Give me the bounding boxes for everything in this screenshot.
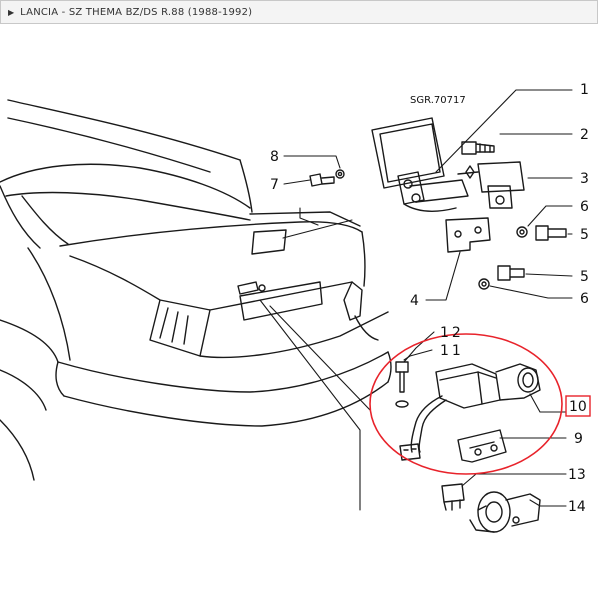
breadcrumb: ▶ LANCIA - SZ THEMA BZ/DS R.88 (1988-199… — [0, 0, 598, 24]
callout-14[interactable]: 14 — [568, 499, 586, 515]
callout-8[interactable]: 8 — [270, 149, 279, 165]
hinge-assembly — [309, 117, 567, 290]
callout-numbers: 1 2 3 4 5 5 6 6 7 8 9 10 11 12 13 14 — [270, 82, 589, 515]
reference-code: SGR.70717 — [410, 95, 466, 106]
callout-7[interactable]: 7 — [270, 177, 279, 193]
callout-2[interactable]: 2 — [580, 127, 589, 143]
callout-5-lower[interactable]: 5 — [580, 269, 589, 285]
callout-leaders — [283, 89, 573, 301]
breadcrumb-text: LANCIA - SZ THEMA BZ/DS R.88 (1988-1992) — [20, 6, 253, 18]
callout-9[interactable]: 9 — [574, 431, 583, 447]
callout-6-upper[interactable]: 6 — [580, 199, 589, 215]
callout-10[interactable]: 10 — [569, 399, 587, 415]
parts-13-14 — [441, 483, 541, 533]
callout-box-10 — [565, 395, 591, 417]
callout-1[interactable]: 1 — [580, 82, 589, 98]
callout-6-lower[interactable]: 6 — [580, 291, 589, 307]
parts-diagram: SGR.70717 1 2 3 4 5 5 6 6 7 8 9 10 11 12… — [0, 82, 591, 533]
parts-13-14-leaders — [461, 473, 567, 507]
car-illustration — [0, 99, 392, 481]
callout-4[interactable]: 4 — [410, 293, 419, 309]
callout-3[interactable]: 3 — [580, 171, 589, 187]
callout-13[interactable]: 13 — [568, 467, 586, 483]
callout-12[interactable]: 12 — [440, 325, 464, 341]
highlight-ellipse — [369, 333, 563, 475]
callout-11[interactable]: 11 — [440, 343, 464, 359]
callout-5-upper[interactable]: 5 — [580, 227, 589, 243]
triangle-right-icon: ▶ — [8, 7, 15, 17]
leader-lines — [259, 207, 371, 511]
lock-actuator — [395, 361, 541, 463]
actuator-leaders — [403, 331, 567, 439]
